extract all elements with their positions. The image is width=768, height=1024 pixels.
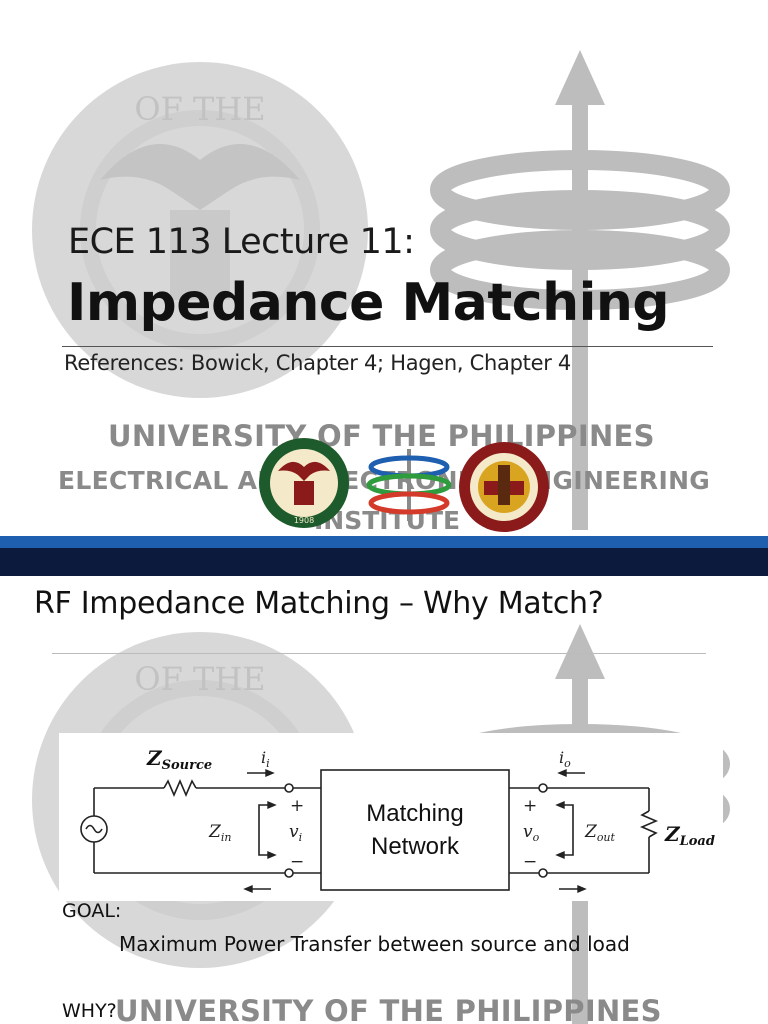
v-out-plus: + xyxy=(523,796,537,816)
title-divider xyxy=(62,346,713,347)
up-seal-watermark: OF THE xyxy=(32,62,368,398)
v-out-subscript: o xyxy=(533,831,540,844)
slide-separator-top xyxy=(0,536,768,548)
v-in-minus: − xyxy=(290,852,304,872)
title-divider xyxy=(52,653,706,654)
watermark-institution: UNIVERSITY OF THE PHILIPPINES xyxy=(115,994,662,1024)
svg-text:Zin: Zin xyxy=(208,822,231,844)
lecture-number: ECE 113 Lecture 11: xyxy=(68,222,415,262)
svg-text:ii: ii xyxy=(261,748,270,770)
svg-text:vo: vo xyxy=(523,822,540,844)
v-out-label: v xyxy=(523,822,533,842)
z-source-subscript: Source xyxy=(162,758,213,773)
eeei-coil-logo xyxy=(366,449,452,521)
i-in-label: i xyxy=(261,748,266,767)
z-in-subscript: in xyxy=(221,831,232,844)
z-load-label: Z xyxy=(664,822,681,846)
content-slide: OF THE RF Impedance Matching – Why Match… xyxy=(0,576,768,1024)
institution-line-1: UNIVERSITY OF THE PHILIPPINES xyxy=(108,419,655,453)
seal-year: 1908 xyxy=(294,516,314,525)
footer-revision: Revision March 2017 xyxy=(657,558,762,569)
title-slide: OF THE ECE 113 Lecture 11: Impedance Mat… xyxy=(32,50,730,535)
coe-seal-logo xyxy=(459,442,549,532)
v-in-subscript: i xyxy=(299,831,303,844)
svg-text:ZLoad: ZLoad xyxy=(664,822,715,849)
footer-code: 1s1819 xyxy=(4,558,42,569)
v-in-plus: + xyxy=(290,796,304,816)
z-load-subscript: Load xyxy=(679,834,715,849)
matching-network-diagram: ZSource ii io Zin Zout vi vo + − + − Mat… xyxy=(59,733,723,901)
svg-text:ZSource: ZSource xyxy=(146,746,212,773)
z-source-label: Z xyxy=(146,746,163,770)
lecture-title: Impedance Matching xyxy=(67,273,670,333)
goal-text: Maximum Power Transfer between source an… xyxy=(119,932,630,956)
references-text: References: Bowick, Chapter 4; Hagen, Ch… xyxy=(64,351,571,375)
i-out-label: i xyxy=(559,748,564,767)
i-out-subscript: o xyxy=(564,757,571,770)
slide-separator-footer xyxy=(0,548,768,576)
i-in-subscript: i xyxy=(266,757,270,770)
coil-watermark xyxy=(430,50,730,530)
v-out-minus: − xyxy=(523,852,537,872)
box-label-line-2: Network xyxy=(371,833,460,860)
up-seal-logo: 1908 xyxy=(259,438,349,528)
z-out-subscript: out xyxy=(597,831,616,844)
svg-text:vi: vi xyxy=(289,822,302,844)
svg-text:OF THE: OF THE xyxy=(134,90,265,128)
svg-text:OF THE: OF THE xyxy=(134,660,265,698)
z-in-label: Z xyxy=(208,822,222,842)
svg-text:io: io xyxy=(559,748,571,770)
svg-text:Zout: Zout xyxy=(584,822,616,844)
z-out-label: Z xyxy=(584,822,598,842)
v-in-label: v xyxy=(289,822,299,842)
why-label: WHY? xyxy=(62,1000,117,1022)
box-label-line-1: Matching xyxy=(366,800,463,827)
goal-label: GOAL: xyxy=(62,900,122,922)
slide-title: RF Impedance Matching – Why Match? xyxy=(34,586,604,621)
